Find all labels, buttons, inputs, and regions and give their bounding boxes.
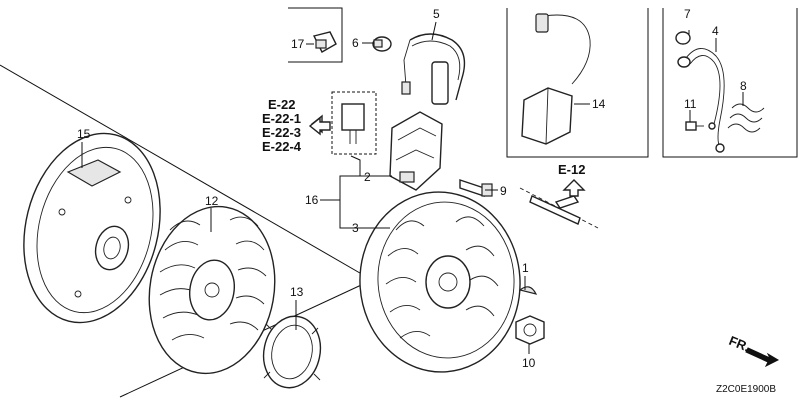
callout-8: 8: [740, 79, 747, 93]
callout-13: 13: [290, 285, 304, 299]
callout-14: 14: [592, 97, 606, 111]
callout-7: 7: [684, 7, 691, 21]
diagram-code: Z2C0E1900B: [716, 384, 776, 395]
ref-e22-4: E-22-4: [262, 139, 302, 154]
part-1-key: [518, 286, 538, 295]
part-14-ignition-unit: [521, 13, 591, 145]
reference-labels: E-22 E-22-1 E-22-3 E-22-4 E-12: [262, 97, 586, 197]
callout-5: 5: [433, 7, 440, 21]
ref-e22: E-22: [268, 97, 295, 112]
callout-3: 3: [352, 221, 359, 235]
callout-15: 15: [77, 127, 91, 141]
e12-stud: [519, 187, 599, 229]
ref-e22-1: E-22-1: [262, 111, 301, 126]
part-5-plug-cap-lead: [401, 33, 466, 105]
ref-e22-arrow: [308, 116, 331, 136]
part-9-bolt: [459, 179, 493, 197]
region-lines: [0, 7, 798, 398]
callout-4: 4: [712, 24, 719, 38]
part-2-ignition-coil: [389, 111, 443, 191]
callout-17: 17: [291, 37, 305, 51]
ref-e12: E-12: [558, 162, 585, 177]
part-4-wire-harness: [677, 48, 725, 153]
callout-16: 16: [305, 193, 319, 207]
part-13-starter-pulley: [262, 315, 322, 389]
callout-11: 11: [684, 97, 697, 111]
part-6-clamp: [372, 36, 392, 52]
callout-numbers: 15 12 13 5 6 17 2 16 3 9 1 10 14 4 7 8 1…: [77, 7, 747, 370]
callout-6: 6: [352, 36, 359, 50]
callout-9: 9: [500, 184, 507, 198]
part-8-clips: [727, 103, 765, 133]
callout-12: 12: [205, 194, 219, 208]
part-11-screw: [685, 121, 704, 131]
callout-2: 2: [364, 170, 371, 184]
ref-e12-arrow: [562, 179, 586, 197]
part-3-flywheel: [359, 191, 521, 373]
part-7-clamp: [675, 31, 691, 45]
ref-e22-3: E-22-3: [262, 125, 301, 140]
part-15-fan-cover: [23, 132, 161, 324]
callout-10: 10: [522, 356, 536, 370]
part-17-clip: [312, 31, 337, 53]
front-direction-indicator: FR.: [727, 333, 780, 368]
direction-label: FR.: [727, 333, 752, 355]
direction-arrow: [745, 347, 780, 368]
callout-1: 1: [522, 261, 529, 275]
part-10-nut: [515, 315, 545, 345]
part-12-cooling-fan: [148, 205, 276, 375]
leader-lines: [81, 21, 744, 354]
